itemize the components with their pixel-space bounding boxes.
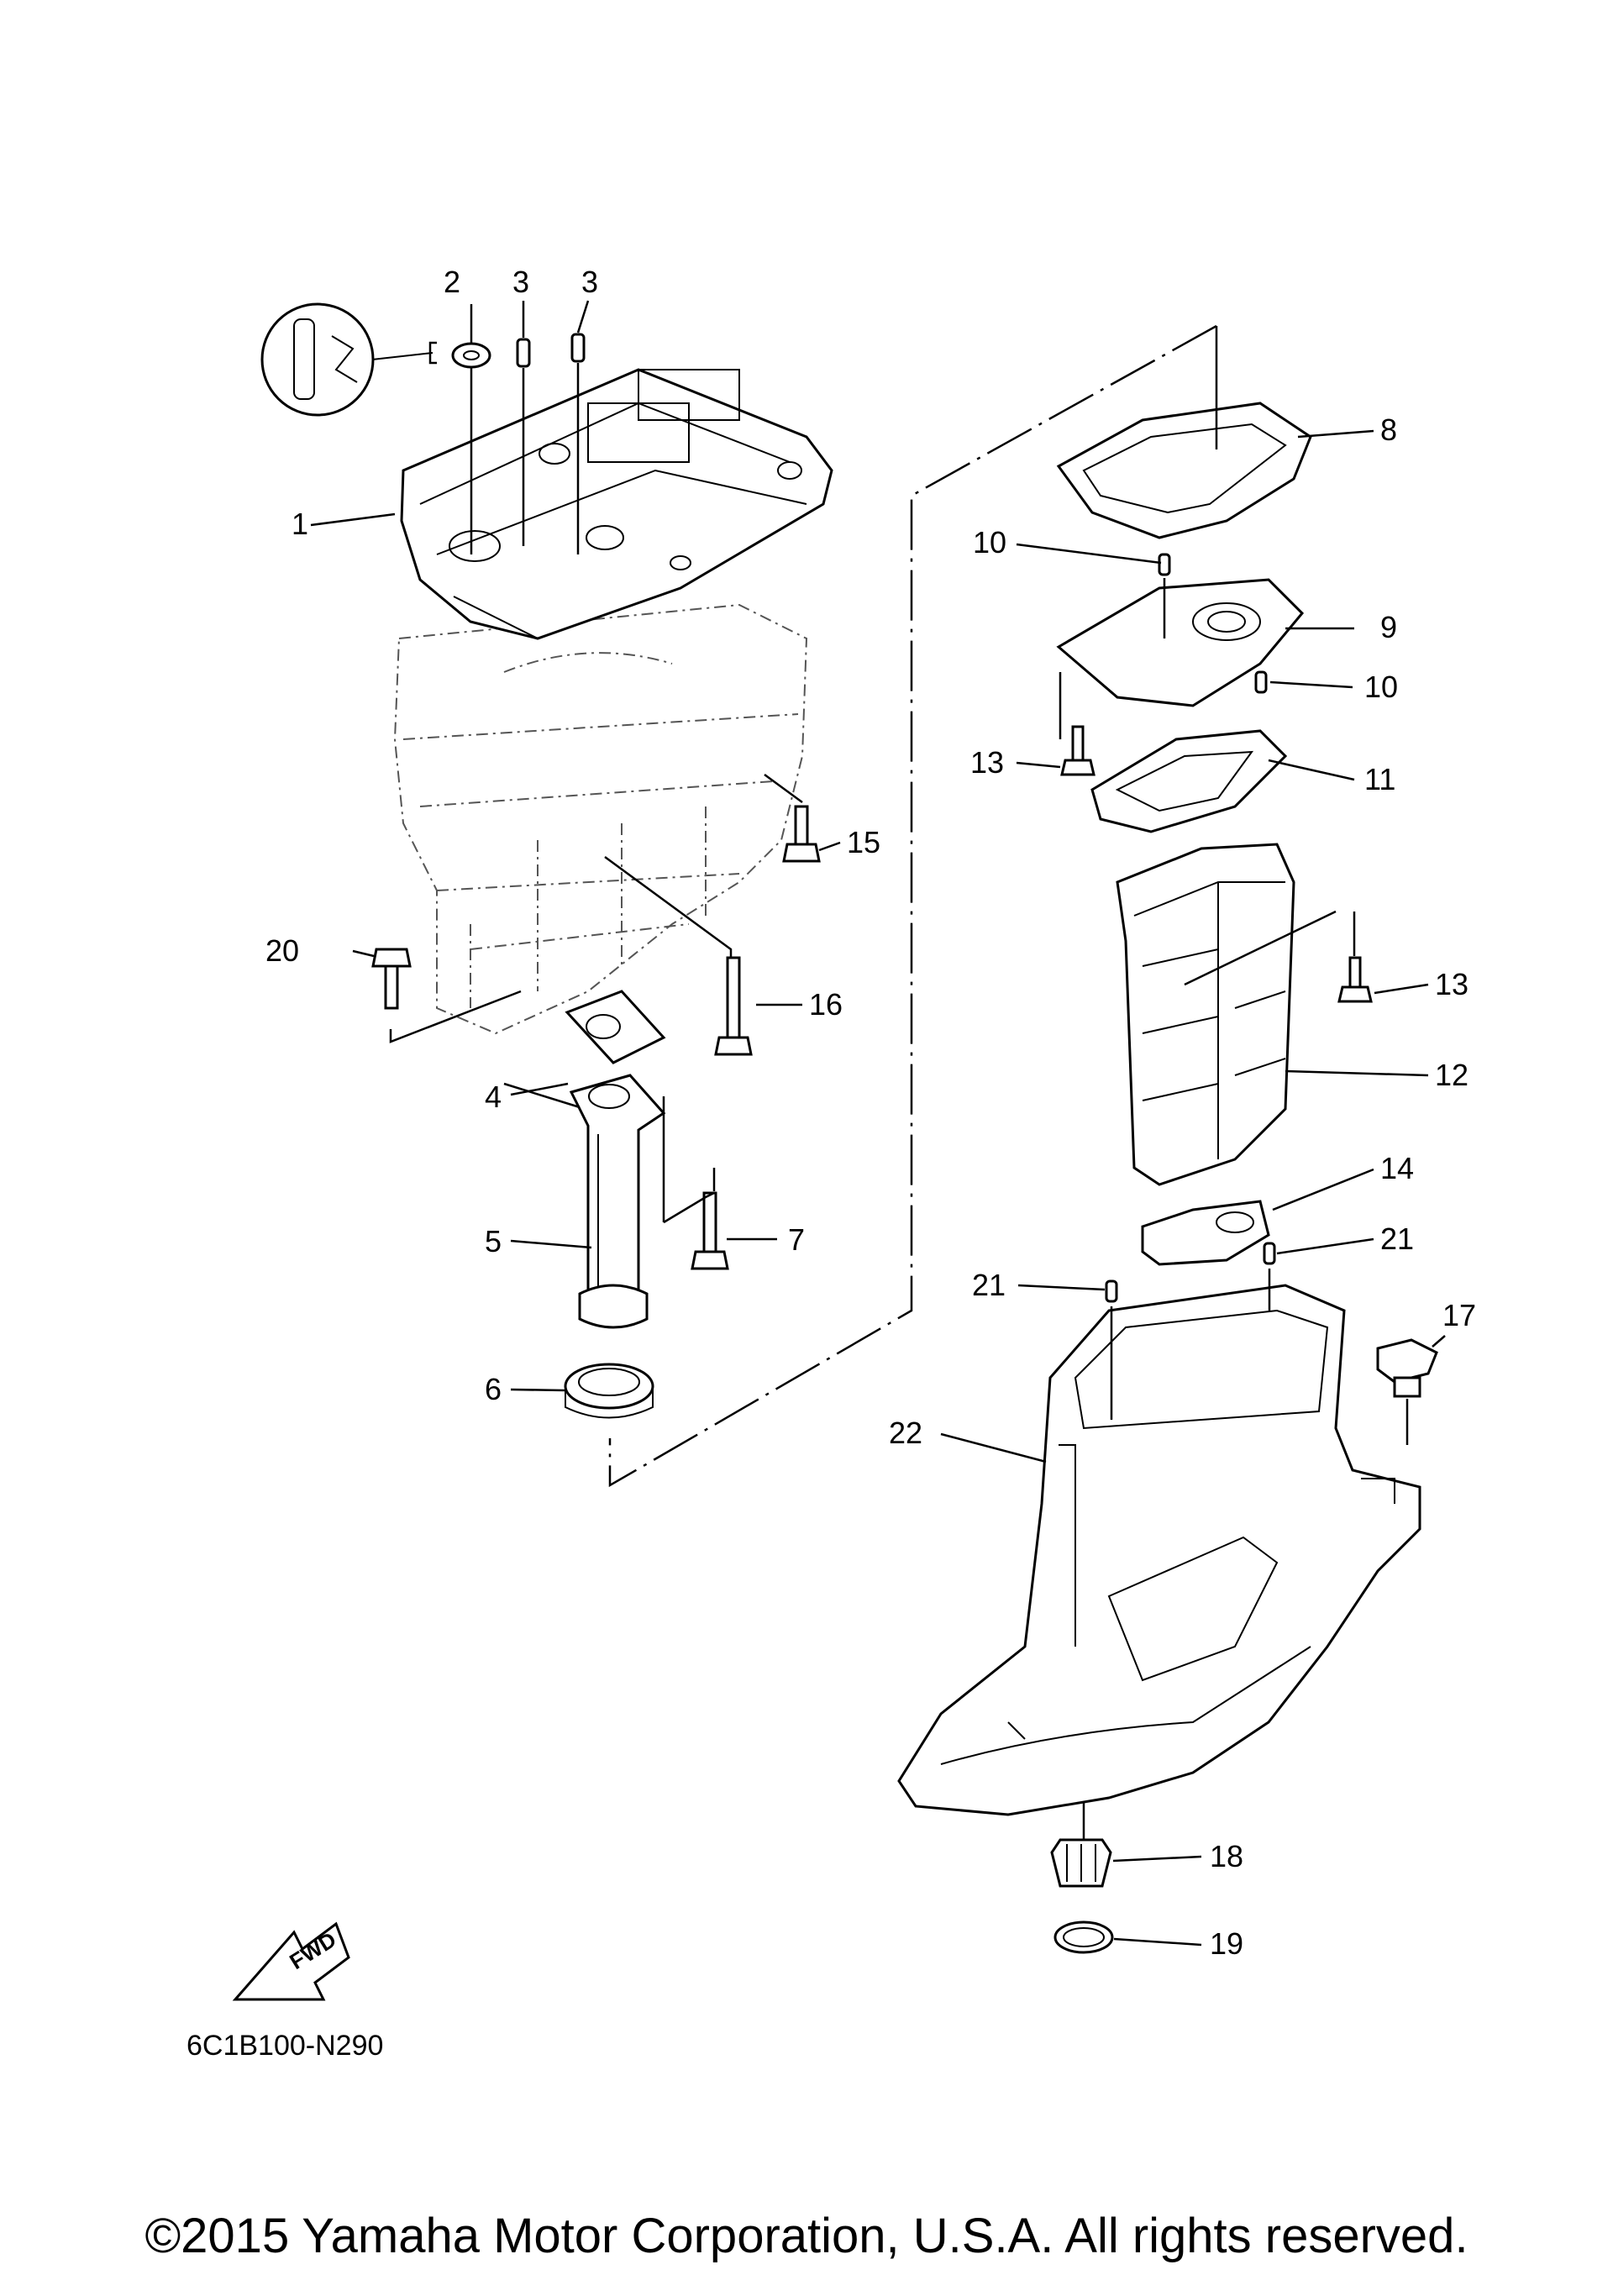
fwd-arrow-icon: FWD <box>232 1921 350 2001</box>
connector-box <box>608 324 1217 1488</box>
leader-lines <box>310 300 1446 1947</box>
part-10-pin[interactable] <box>1158 553 1171 576</box>
callout-13b: 13 <box>1435 967 1469 1001</box>
copyright-notice: ©2015 Yamaha Motor Corporation, U.S.A. A… <box>144 2209 1469 2263</box>
part-7-bolt[interactable] <box>691 1191 729 1270</box>
callout-14: 14 <box>1380 1151 1414 1185</box>
callout-17: 17 <box>1442 1298 1476 1332</box>
callout-16: 16 <box>809 987 843 1022</box>
part-13-bolt-2[interactable] <box>1337 956 1373 1003</box>
part-2-seal[interactable] <box>451 342 491 369</box>
callout-18: 18 <box>1210 1839 1243 1873</box>
callout-10a: 10 <box>973 525 1006 560</box>
part-22-upper-casing[interactable] <box>897 1284 1421 1816</box>
part-18-spline[interactable] <box>1050 1838 1112 1888</box>
part-11-gasket[interactable] <box>1090 729 1288 833</box>
callout-8: 8 <box>1380 412 1397 447</box>
callout-19: 19 <box>1210 1926 1243 1961</box>
callout-4: 4 <box>485 1080 502 1114</box>
callout-11: 11 <box>1364 762 1395 796</box>
diagram-code: 6C1B100-N290 <box>187 2030 383 2062</box>
callout-2: 2 <box>444 265 460 299</box>
callout-22: 22 <box>889 1416 922 1450</box>
part-14-gasket[interactable] <box>1141 1200 1270 1266</box>
part-12-muffler[interactable] <box>1116 843 1295 1186</box>
part-4-gasket[interactable] <box>565 990 666 1064</box>
part-10-pin-2[interactable] <box>1254 670 1268 694</box>
callout-21a: 21 <box>1380 1222 1414 1256</box>
part-13-bolt[interactable] <box>1060 725 1095 776</box>
part-5-exhaust-pipe[interactable] <box>569 1074 666 1329</box>
part-15-bolt[interactable] <box>782 805 821 863</box>
part-9-plate[interactable] <box>1056 578 1305 707</box>
callout-3a: 3 <box>512 265 529 299</box>
callout-6: 6 <box>485 1372 502 1406</box>
callout-13a: 13 <box>970 745 1004 780</box>
callout-21b: 21 <box>972 1268 1006 1302</box>
seal-detail-inset <box>260 302 437 417</box>
part-3-dowel-pin[interactable] <box>516 338 531 368</box>
part-6-seal[interactable] <box>564 1363 654 1419</box>
callout-20: 20 <box>265 933 299 968</box>
part-19-circlip[interactable] <box>1053 1920 1114 1954</box>
part-1-exhaust-guide[interactable] <box>400 368 833 640</box>
part-20-bolt[interactable] <box>371 948 412 1010</box>
part-21-dowel-2[interactable] <box>1105 1279 1118 1303</box>
part-21-dowel[interactable] <box>1263 1242 1276 1265</box>
callout-9: 9 <box>1380 610 1397 644</box>
part-3-dowel-pin-2[interactable] <box>570 333 586 363</box>
callout-10b: 10 <box>1364 670 1398 704</box>
ghost-powerhead-outline <box>393 603 808 1035</box>
callout-15: 15 <box>847 825 880 859</box>
callout-3b: 3 <box>581 265 598 299</box>
part-16-bolt[interactable] <box>714 956 753 1056</box>
callout-7: 7 <box>788 1222 805 1257</box>
callout-1: 1 <box>292 507 308 541</box>
callout-labels: 1 2 3 3 4 5 6 7 8 9 10 10 11 12 13 13 14… <box>265 265 1476 1961</box>
part-8-gasket[interactable] <box>1056 402 1312 539</box>
callout-5: 5 <box>485 1224 502 1258</box>
part-17-plug[interactable] <box>1376 1338 1438 1398</box>
callout-12: 12 <box>1435 1058 1469 1092</box>
